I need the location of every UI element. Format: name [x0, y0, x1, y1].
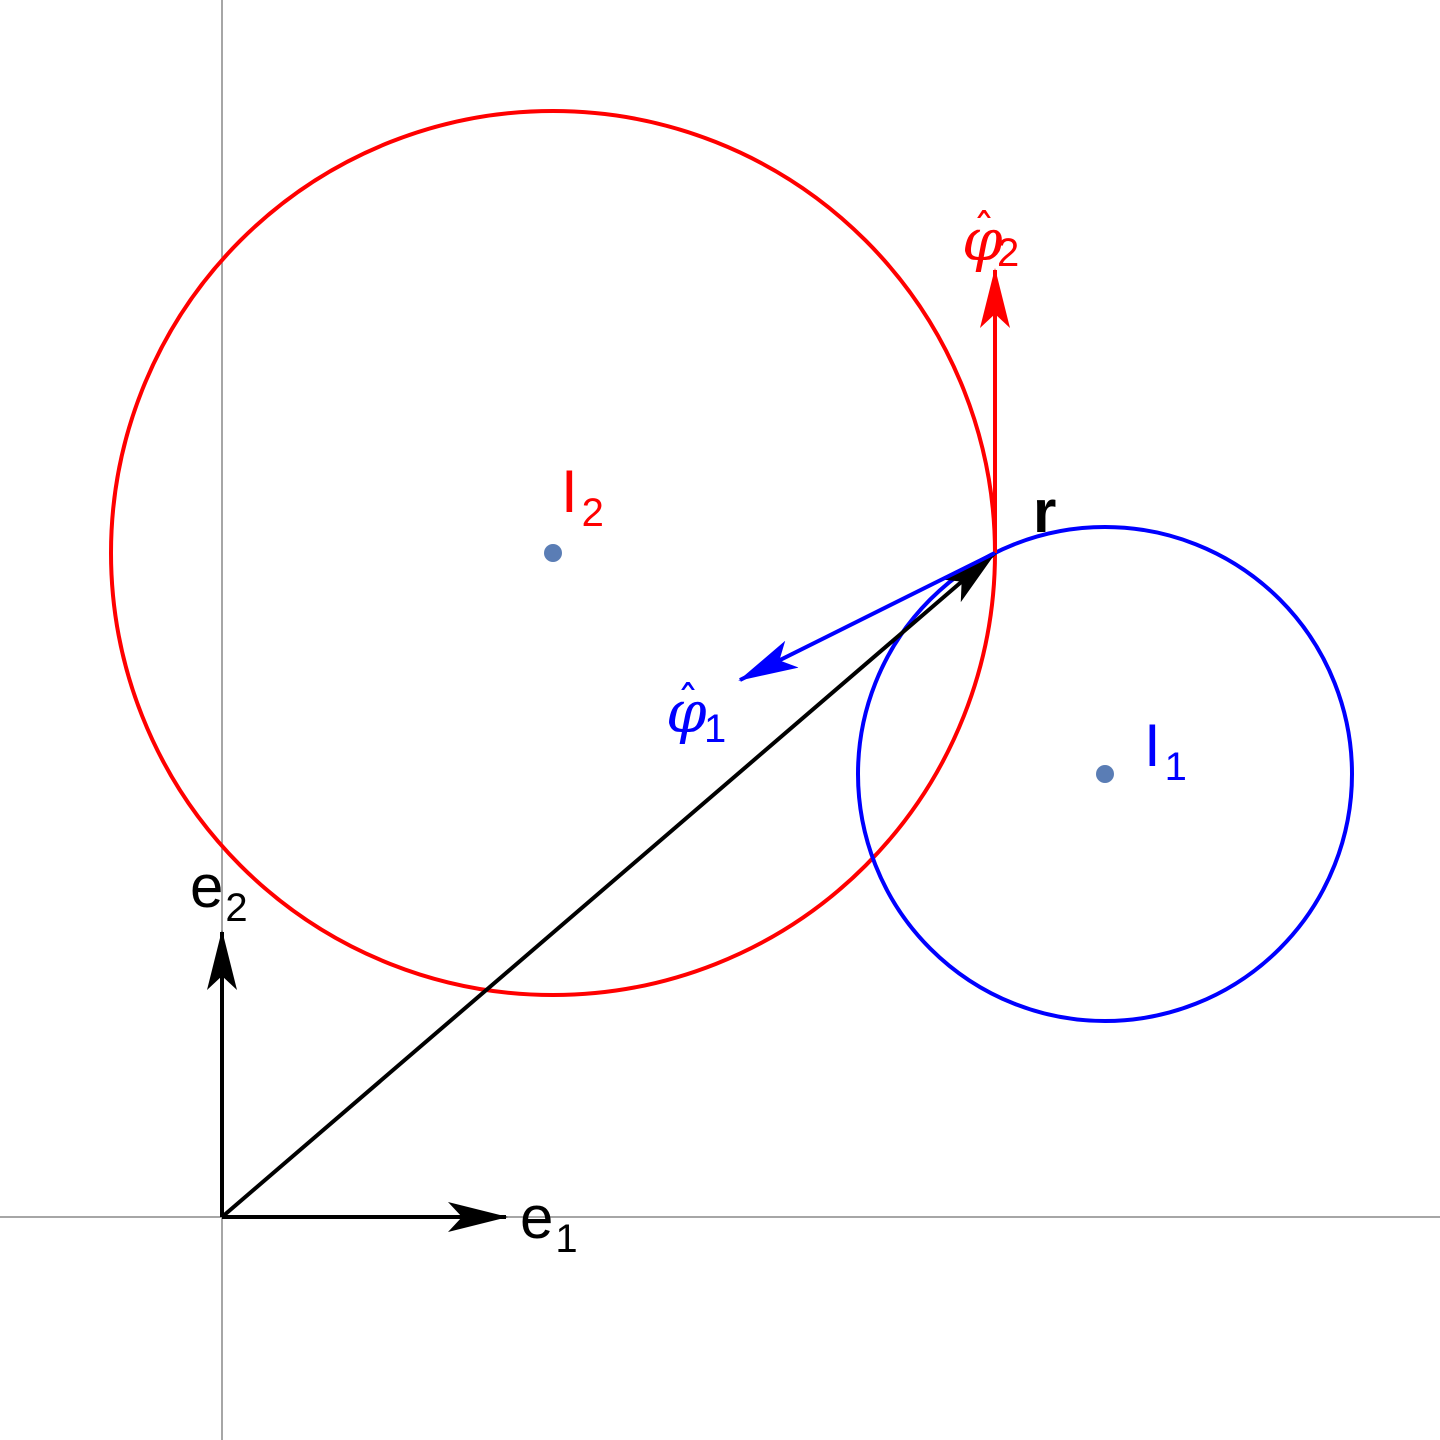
blue-circle: [856, 525, 1354, 1023]
phi1-label: ˆ φ 1: [666, 677, 726, 751]
svg-text:2: 2: [997, 231, 1019, 275]
svg-text:φ: φ: [666, 678, 707, 746]
r-label: r: [1033, 478, 1056, 545]
e2-label: e2: [190, 853, 248, 930]
r-arrow: [220, 551, 997, 1219]
svg-text:1: 1: [704, 707, 726, 751]
e1-label: e1: [520, 1184, 578, 1261]
phi2-label: ˆ φ 2: [962, 205, 1019, 275]
center-point-I1: [1096, 765, 1114, 783]
phi1-arrow: [738, 551, 996, 682]
svg-text:ˆ: ˆ: [677, 677, 699, 728]
svg-text:ˆ: ˆ: [973, 205, 995, 256]
center-point-I2: [544, 544, 562, 562]
svg-text:φ: φ: [962, 206, 1003, 274]
